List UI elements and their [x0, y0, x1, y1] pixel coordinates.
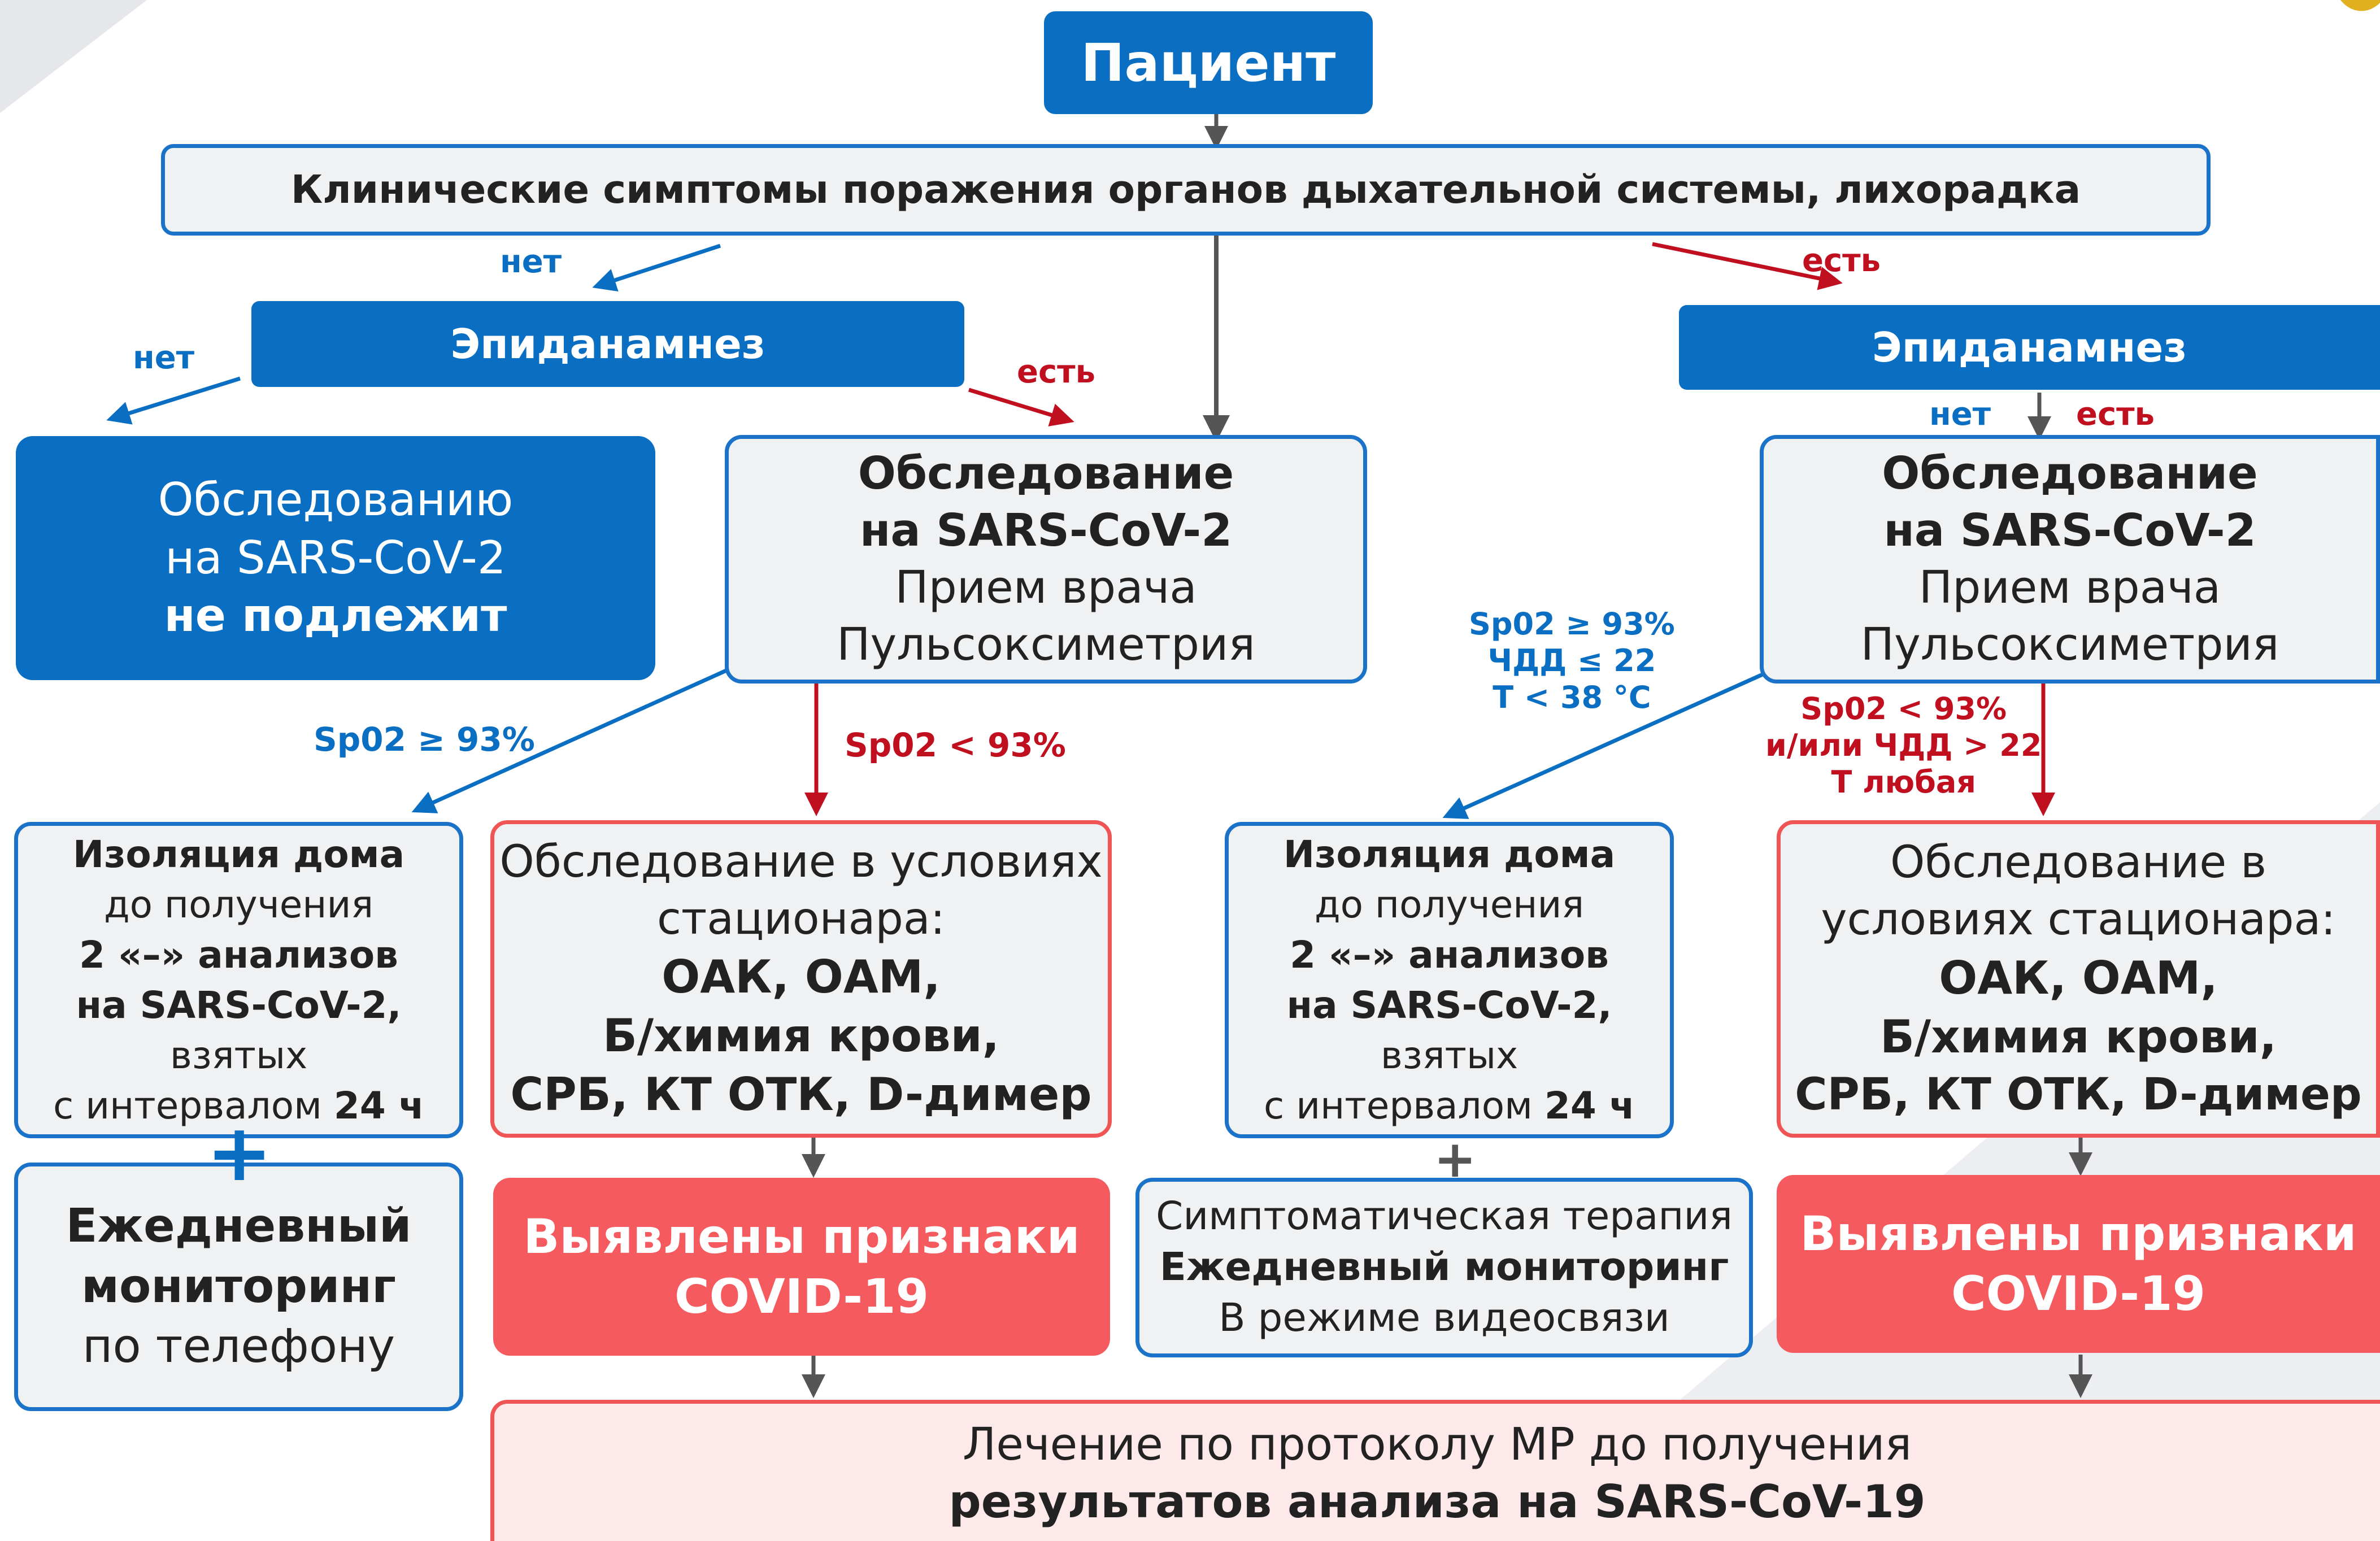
exam-right-line1: Обследование [1882, 447, 2258, 499]
covid-signs-right-line1: Выявлены признаки [1800, 1205, 2357, 1261]
arrow-no-symptoms [592, 243, 721, 292]
isolation-right-line6: с интервалом 24 ч [1264, 1081, 1635, 1131]
not-subject-line1: Обследованию [158, 473, 514, 526]
treatment-line2: результатов анализа на SARS-CoV-19 [948, 1475, 1926, 1529]
isolation-left-line5: взятых [169, 1034, 308, 1078]
exam-left-line4: Пульсоксиметрия [837, 619, 1255, 671]
patient-box: Пациент [1044, 11, 1373, 114]
covid-signs-right-box: Выявлены признаки COVID-19 [1777, 1175, 2380, 1353]
interval-text: с интервалом [53, 1084, 334, 1128]
treatment-box: Лечение по протоколу МР до получения рез… [490, 1400, 2380, 1541]
isolation-left-line2: до получения [103, 882, 374, 926]
severe-temp: Т любая [1831, 764, 1976, 800]
hospital-right-box: Обследование в условиях стационара: ОАК,… [1777, 820, 2380, 1138]
label-no-symptoms: нет [500, 243, 562, 280]
epid-left-label: Эпиданамнез [450, 320, 765, 368]
arrow-yes-symptoms [1652, 242, 1843, 290]
exam-right-box: Обследование на SARS-CoV-2 Прием врача П… [1760, 435, 2380, 684]
isolation-left-line4: на SARS-CoV-2, [76, 983, 402, 1027]
phone-monitoring-line1: Ежедневный [66, 1199, 412, 1253]
hospital-right-line5: СРБ, КТ ОТК, D-димер [1795, 1069, 2362, 1120]
not-subject-box: Обследованию на SARS-CoV-2 не подлежит [16, 436, 655, 680]
hospital-right-line3: ОАК, ОАМ, [1939, 951, 2218, 1004]
isolation-right-line1: Изоляция дома [1283, 832, 1616, 876]
video-monitoring-line2: Ежедневный мониторинг [1159, 1244, 1729, 1290]
epid-right-label: Эпиданамнез [1872, 324, 2187, 371]
video-monitoring-line1: Симптоматическая терапия [1156, 1194, 1733, 1239]
phone-monitoring-line3: по телефону [82, 1320, 395, 1374]
epid-right-box: Эпиданамнез [1679, 305, 2380, 390]
exam-right-line4: Пульсоксиметрия [1860, 619, 2279, 671]
hospital-left-line1: Обследование в условиях [499, 836, 1103, 887]
covid-signs-left-box: Выявлены признаки COVID-19 [493, 1178, 1110, 1356]
hospital-left-line4: Б/химия крови, [602, 1009, 1000, 1063]
isolation-left-line1: Изоляция дома [72, 832, 405, 876]
covid-signs-left-line1: Выявлены признаки [523, 1208, 1080, 1264]
arrow-spo2-ge-right [1442, 667, 1775, 819]
stable-rr: ЧДД ≤ 22 [1487, 642, 1656, 678]
hospital-left-line3: ОАК, ОАМ, [662, 951, 941, 1004]
phone-monitoring-line2: мониторинг [81, 1259, 396, 1313]
stable-spo2: Sp02 ≥ 93% [1469, 606, 1675, 642]
treatment-line1: Лечение по протоколу МР до получения [963, 1418, 1912, 1470]
severe-spo2: Sp02 < 93% [1800, 691, 2007, 726]
isolation-right-line2: до получения [1314, 882, 1585, 926]
exam-left-line2: на SARS-CoV-2 [859, 504, 1233, 556]
covid-signs-right-line2: COVID-19 [1951, 1265, 2206, 1321]
hospital-right-line1: Обследование в [1890, 837, 2267, 888]
isolation-right-line3: 2 «–» анализов [1290, 933, 1609, 977]
isolation-left-box: Изоляция дома до получения 2 «–» анализо… [14, 822, 463, 1138]
patient-label: Пациент [1081, 32, 1336, 93]
label-yes-symptoms: есть [1802, 242, 1881, 279]
video-monitoring-line3: В режиме видеосвязи [1219, 1295, 1670, 1340]
label-no-epid-right: нет [1929, 396, 1991, 433]
label-right-severe: Sp02 < 93% и/или ЧДД > 22 Т любая [1765, 691, 2042, 800]
interval-value: 24 ч [333, 1084, 425, 1128]
exam-right-line2: на SARS-CoV-2 [1883, 504, 2256, 556]
arrow-spo2-ge-left [411, 667, 730, 813]
isolation-right-box: Изоляция дома до получения 2 «–» анализо… [1225, 822, 1674, 1138]
exam-right-line3: Прием врача [1918, 561, 2221, 613]
covid-signs-left-line2: COVID-19 [674, 1268, 929, 1324]
interval-value: 24 ч [1544, 1084, 1635, 1128]
epid-left-box: Эпиданамнез [251, 301, 964, 387]
phone-monitoring-box: Ежедневный мониторинг по телефону [14, 1163, 463, 1411]
not-subject-line3: не подлежит [164, 589, 507, 642]
not-subject-line2: на SARS-CoV-2 [165, 531, 506, 584]
hospital-left-line5: СРБ, КТ ОТК, D-димер [510, 1068, 1092, 1121]
arrow-yes-epid-left [968, 388, 1074, 426]
isolation-left-line6: с интервалом 24 ч [53, 1081, 424, 1131]
label-yes-epid-left: есть [1017, 354, 1096, 390]
symptoms-box: Клинические симптомы поражения органов д… [161, 144, 2211, 236]
label-spo2-ge-left: Sp02 ≥ 93% [314, 720, 535, 759]
label-no-epid-left: нет [133, 339, 195, 376]
hospital-left-box: Обследование в условиях стационара: ОАК,… [490, 820, 1112, 1138]
label-right-stable: Sp02 ≥ 93% ЧДД ≤ 22 Т < 38 °С [1469, 606, 1675, 716]
exam-left-box: Обследование на SARS-CoV-2 Прием врача П… [725, 435, 1367, 684]
isolation-right-line5: взятых [1380, 1034, 1518, 1078]
hospital-right-line2: условиях стационара: [1821, 894, 2336, 946]
severe-rr: и/или ЧДД > 22 [1765, 727, 2042, 763]
plus-icon: + [206, 1107, 273, 1199]
interval-text: с интервалом [1263, 1084, 1544, 1128]
symptoms-label: Клинические симптомы поражения органов д… [290, 167, 2081, 212]
label-spo2-lt-left: Sp02 < 93% [845, 726, 1066, 764]
hospital-left-line2: стационара: [656, 894, 945, 944]
label-yes-epid-right: есть [2076, 396, 2155, 433]
exam-left-line3: Прием врача [895, 561, 1197, 613]
stable-temp: Т < 38 °С [1493, 679, 1651, 715]
exam-left-line1: Обследование [858, 447, 1234, 499]
plus-icon: + [1434, 1130, 1477, 1189]
emblem-logo [2340, 0, 2380, 11]
arrow-no-epid-left [106, 376, 241, 425]
hospital-right-line4: Б/химия крови, [1879, 1010, 2277, 1063]
video-monitoring-box: Симптоматическая терапия Ежедневный мони… [1135, 1178, 1753, 1357]
isolation-right-line4: на SARS-CoV-2, [1286, 983, 1612, 1027]
isolation-left-line3: 2 «–» анализов [79, 933, 398, 977]
